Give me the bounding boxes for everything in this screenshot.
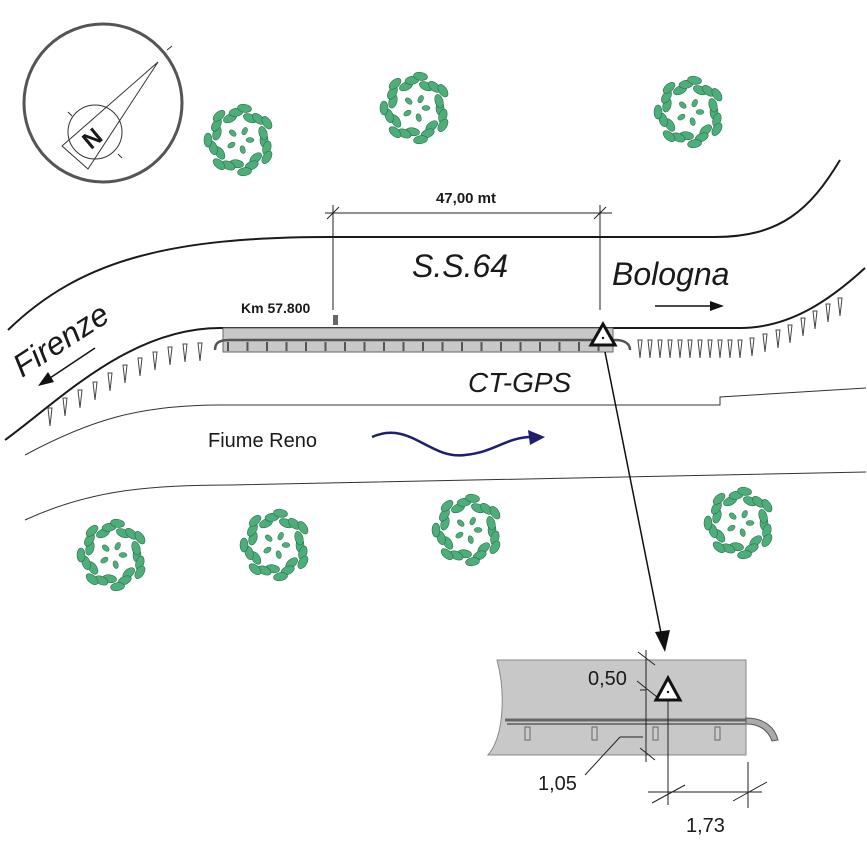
bridge-dimension bbox=[325, 205, 612, 310]
road-label: S.S.64 bbox=[412, 248, 508, 284]
hatch-spike bbox=[837, 297, 843, 317]
tree-icon bbox=[76, 518, 146, 592]
hatch-spike bbox=[737, 339, 743, 359]
hatch-spike bbox=[152, 351, 158, 371]
bridge-post bbox=[363, 342, 366, 351]
detail-dim-a: 0,50 bbox=[588, 668, 627, 690]
hatch-spike bbox=[182, 343, 188, 363]
bridge-post bbox=[402, 342, 405, 351]
hatch-spike bbox=[647, 339, 653, 359]
bologna-label: Bologna bbox=[612, 256, 729, 292]
detail-leader bbox=[604, 351, 670, 652]
hatch-spike bbox=[92, 381, 98, 401]
trees bbox=[76, 71, 773, 592]
tree-icon bbox=[431, 493, 501, 567]
bridge-post bbox=[227, 342, 229, 351]
firenze-arrow bbox=[38, 347, 96, 386]
hatch-spike bbox=[812, 310, 818, 330]
hatch-spike bbox=[749, 337, 755, 357]
hatch-spike bbox=[47, 407, 53, 427]
road-ss64 bbox=[4, 159, 866, 441]
bridge-length-label: 47,00 mt bbox=[436, 190, 496, 207]
hatch-spike bbox=[687, 339, 693, 359]
north-label: N bbox=[77, 123, 108, 155]
hatch-spike bbox=[775, 329, 781, 349]
hatch-spike bbox=[77, 389, 83, 409]
bridge bbox=[213, 315, 632, 353]
hatch-spike bbox=[825, 303, 831, 323]
hatch-spike bbox=[657, 339, 663, 359]
bridge-post bbox=[558, 342, 561, 351]
station-label: CT-GPS bbox=[468, 367, 572, 398]
bridge-post bbox=[246, 342, 249, 351]
bridge-post bbox=[461, 342, 463, 351]
river-banks bbox=[24, 387, 867, 521]
river-label: Fiume Reno bbox=[208, 430, 317, 452]
hatch-spike bbox=[167, 346, 173, 366]
km-marker-label: Km 57.800 bbox=[241, 300, 310, 316]
tree-icon bbox=[203, 103, 273, 177]
bridge-post bbox=[305, 342, 307, 351]
bridge-post bbox=[266, 342, 268, 351]
bridge-post bbox=[344, 342, 346, 351]
hatch-spike bbox=[727, 339, 733, 359]
tree-icon bbox=[703, 486, 773, 560]
hatch-spike bbox=[717, 339, 723, 359]
bridge-post bbox=[500, 342, 502, 351]
bridge-post bbox=[578, 342, 580, 351]
bridge-post bbox=[422, 342, 424, 351]
hatch-spike bbox=[122, 364, 128, 384]
bridge-post bbox=[519, 342, 522, 351]
hatch-spike bbox=[107, 372, 113, 392]
hatch-spike bbox=[62, 397, 68, 417]
hatch-spike bbox=[707, 339, 713, 359]
hatch-spike bbox=[762, 333, 768, 353]
river-flow-arrow bbox=[371, 430, 545, 457]
bologna-arrow bbox=[655, 301, 724, 311]
embankment-hatching bbox=[47, 297, 843, 427]
hatch-spike bbox=[137, 357, 143, 377]
hatch-spike bbox=[800, 317, 806, 337]
gps-station-icon bbox=[588, 320, 618, 347]
hatch-spike bbox=[787, 324, 793, 344]
bridge-post bbox=[480, 342, 483, 351]
detail-dim-b: 1,05 bbox=[538, 773, 577, 795]
bridge-post bbox=[285, 342, 288, 351]
tree-icon bbox=[379, 71, 449, 145]
bridge-post bbox=[539, 342, 541, 351]
detail-dim-c: 1,73 bbox=[686, 815, 725, 837]
hatch-spike bbox=[677, 339, 683, 359]
hatch-spike bbox=[697, 339, 703, 359]
bridge-post bbox=[441, 342, 444, 351]
bridge-post bbox=[383, 342, 385, 351]
hatch-spike bbox=[637, 339, 643, 359]
tree-icon bbox=[239, 508, 309, 582]
north-compass bbox=[22, 22, 184, 184]
hatch-spike bbox=[667, 339, 673, 359]
bridge-post bbox=[324, 342, 327, 351]
detail-inset bbox=[486, 650, 779, 808]
tree-icon bbox=[653, 75, 723, 149]
hatch-spike bbox=[197, 342, 203, 362]
